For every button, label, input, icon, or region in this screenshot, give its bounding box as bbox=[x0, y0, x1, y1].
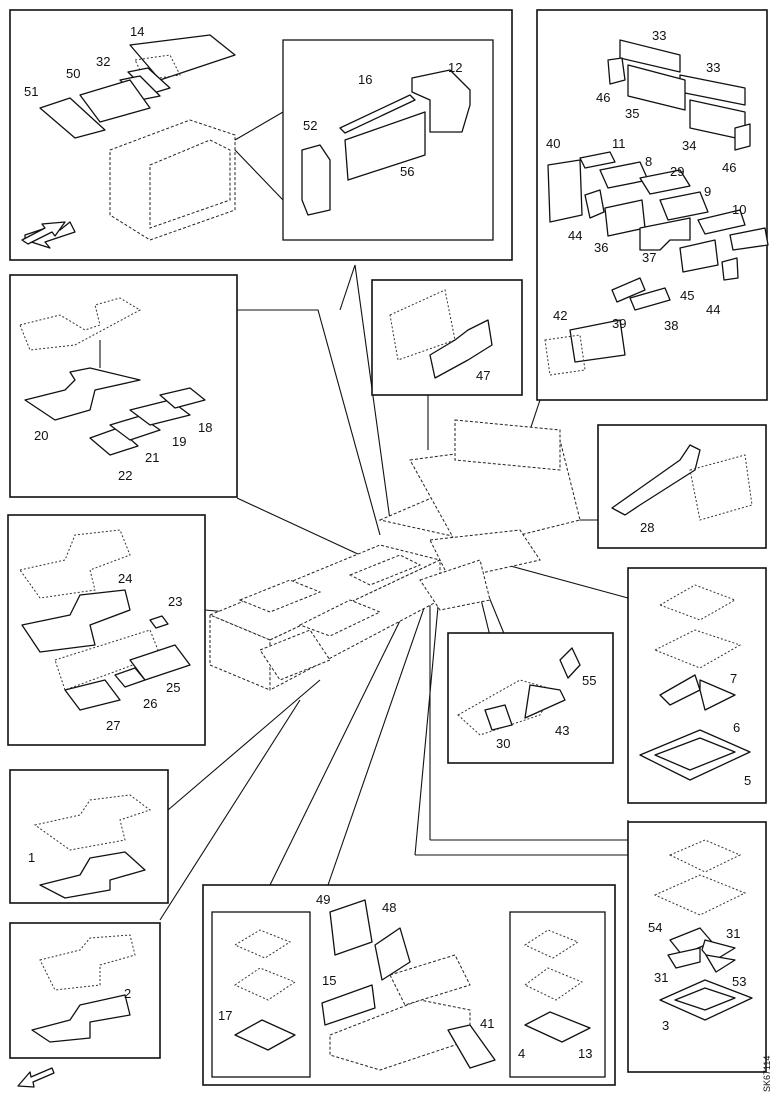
callout-10: 10 bbox=[732, 202, 746, 217]
callout-9: 9 bbox=[704, 184, 711, 199]
detail-frame-side-panel bbox=[597, 424, 767, 549]
callout-49: 49 bbox=[316, 892, 330, 907]
callout-52: 52 bbox=[303, 118, 317, 133]
callout-50: 50 bbox=[66, 66, 80, 81]
callout-7: 7 bbox=[730, 671, 737, 686]
callout-40: 40 bbox=[546, 136, 560, 151]
callout-33-b: 33 bbox=[706, 60, 720, 75]
detail-frame-roof-hatch-rear bbox=[627, 821, 767, 1073]
callout-35: 35 bbox=[625, 106, 639, 121]
callout-4: 4 bbox=[518, 1046, 525, 1061]
callout-42: 42 bbox=[553, 308, 567, 323]
callout-47: 47 bbox=[476, 368, 490, 383]
callout-37: 37 bbox=[642, 250, 656, 265]
callout-44-a: 44 bbox=[568, 228, 582, 243]
callout-8: 8 bbox=[645, 154, 652, 169]
callout-14: 14 bbox=[130, 24, 144, 39]
callout-38: 38 bbox=[664, 318, 678, 333]
direction-arrow-icon bbox=[17, 1067, 55, 1088]
detail-frame-floor-mid bbox=[7, 514, 206, 746]
detail-frame-floor-rear bbox=[9, 769, 169, 904]
callout-48: 48 bbox=[382, 900, 396, 915]
detail-frame-rear-wall bbox=[371, 279, 523, 396]
callout-33-a: 33 bbox=[652, 28, 666, 43]
callout-53: 53 bbox=[732, 974, 746, 989]
callout-17: 17 bbox=[218, 1008, 232, 1023]
detail-frame-cab-interior bbox=[536, 9, 769, 401]
callout-46-b: 46 bbox=[722, 160, 736, 175]
callout-55: 55 bbox=[582, 673, 596, 688]
callout-44-b: 44 bbox=[706, 302, 720, 317]
callout-32: 32 bbox=[96, 54, 110, 69]
callout-12: 12 bbox=[448, 60, 462, 75]
callout-18: 18 bbox=[198, 420, 212, 435]
callout-13: 13 bbox=[578, 1046, 592, 1061]
callout-28: 28 bbox=[640, 520, 654, 535]
callout-41: 41 bbox=[480, 1016, 494, 1031]
callout-56: 56 bbox=[400, 164, 414, 179]
drawing-code: SK67114 bbox=[762, 1056, 772, 1092]
callout-23: 23 bbox=[168, 594, 182, 609]
callout-3: 3 bbox=[662, 1018, 669, 1033]
callout-27: 27 bbox=[106, 718, 120, 733]
callout-43: 43 bbox=[555, 723, 569, 738]
detail-frame-cab-roof bbox=[9, 9, 513, 261]
detail-frame-floor-front bbox=[9, 274, 238, 498]
callout-16: 16 bbox=[358, 72, 372, 87]
callout-39: 39 bbox=[612, 316, 626, 331]
callout-29: 29 bbox=[670, 164, 684, 179]
callout-51: 51 bbox=[24, 84, 38, 99]
callout-24: 24 bbox=[118, 571, 132, 586]
callout-34: 34 bbox=[682, 138, 696, 153]
central-cab-assembly bbox=[208, 419, 581, 691]
callout-6: 6 bbox=[733, 720, 740, 735]
callout-31-a: 31 bbox=[726, 926, 740, 941]
callout-31-b: 31 bbox=[654, 970, 668, 985]
callout-30: 30 bbox=[496, 736, 510, 751]
callout-15: 15 bbox=[322, 973, 336, 988]
callout-22: 22 bbox=[118, 468, 132, 483]
callout-45: 45 bbox=[680, 288, 694, 303]
callout-5: 5 bbox=[744, 773, 751, 788]
callout-46-a: 46 bbox=[596, 90, 610, 105]
callout-11: 11 bbox=[612, 136, 626, 151]
callout-labels: 14 32 50 51 16 12 52 56 33 33 46 35 34 4… bbox=[24, 24, 772, 1092]
callout-25: 25 bbox=[166, 680, 180, 695]
callout-19: 19 bbox=[172, 434, 186, 449]
callout-54: 54 bbox=[648, 920, 662, 935]
callout-21: 21 bbox=[145, 450, 159, 465]
detail-frame-dash-support bbox=[447, 632, 614, 764]
callout-2: 2 bbox=[124, 986, 131, 1001]
callout-20: 20 bbox=[34, 428, 48, 443]
detail-frame-floor-mat bbox=[9, 922, 161, 1059]
direction-arrow-icon bbox=[21, 221, 66, 245]
callout-1: 1 bbox=[28, 850, 35, 865]
detail-frame-roof-hatch-front bbox=[627, 567, 767, 804]
callout-26: 26 bbox=[143, 696, 157, 711]
detail-frame-rear-hatch bbox=[202, 884, 616, 1086]
callout-36: 36 bbox=[594, 240, 608, 255]
